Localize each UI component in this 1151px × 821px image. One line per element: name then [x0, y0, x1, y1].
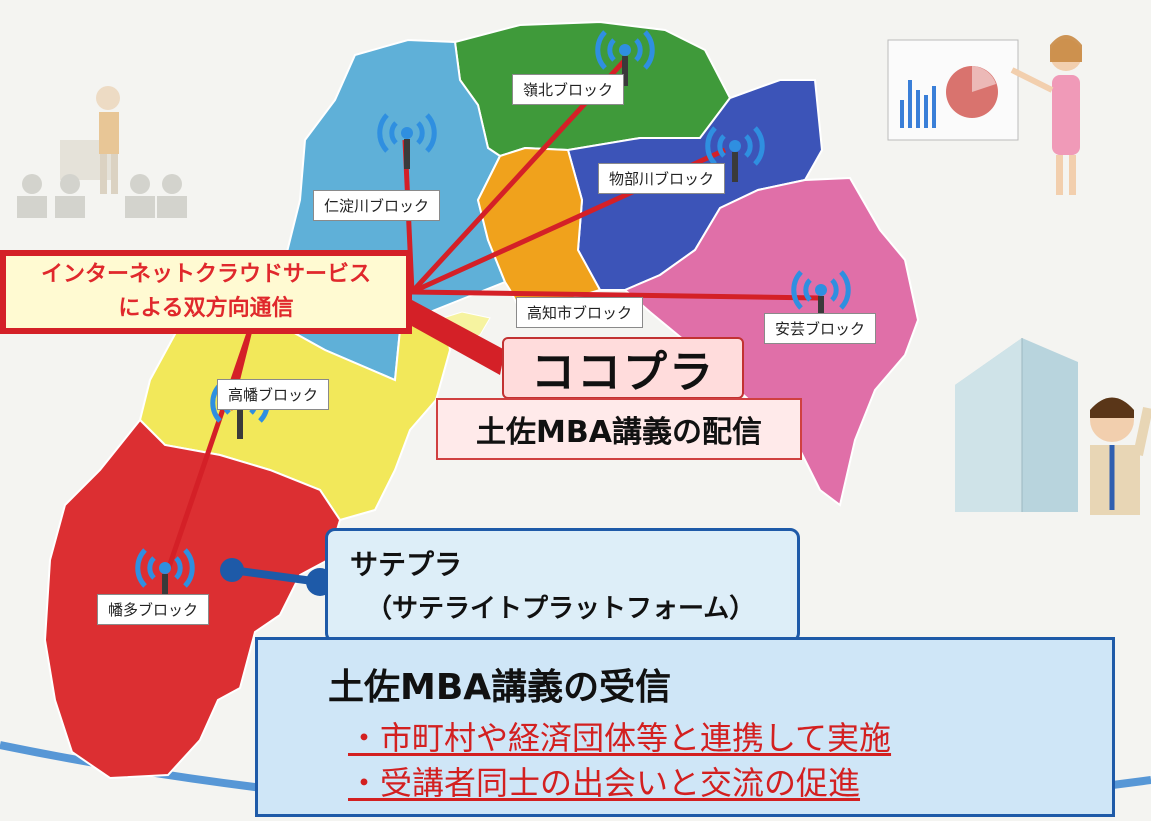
- audience-presenter-icon: [17, 86, 187, 218]
- cloud-callout-line2: による双方向通信: [118, 296, 294, 321]
- satellite-connector: [220, 558, 334, 596]
- antenna-icon-hata: [135, 548, 195, 604]
- office-building-icon: [955, 338, 1078, 512]
- presentation-board-icon: [887, 35, 1082, 195]
- satepla-subtitle: （サテライトプラットフォーム）: [366, 594, 756, 624]
- cloud-callout-line1: インターネットクラウドサービス: [40, 262, 371, 287]
- delivery-box: 土佐MBA講義の配信: [436, 398, 802, 460]
- satepla-box: サテプラ （サテライトプラットフォーム）: [325, 528, 800, 643]
- block-label-hata: 幡多ブロック: [97, 594, 210, 625]
- antenna-icon-aki: [791, 270, 851, 326]
- antenna-icon-niyodo: [377, 113, 437, 169]
- block-label-aki: 安芸ブロック: [764, 313, 877, 344]
- block-label-kochi: 高知市ブロック: [516, 297, 644, 328]
- businessman-icon: [1090, 397, 1151, 515]
- receive-bullet-2: ・受講者同士の出会いと交流の促進: [348, 764, 861, 802]
- block-label-reihoku: 嶺北ブロック: [512, 74, 625, 105]
- block-label-niyodo: 仁淀川ブロック: [313, 190, 441, 221]
- cocopla-label: ココプラ: [531, 347, 715, 398]
- antenna-icon-reihoku: [595, 30, 655, 86]
- antenna-icon-monobe: [705, 126, 765, 182]
- receive-title: 土佐MBA講義の受信: [328, 667, 672, 708]
- cocopla-box: ココプラ: [502, 337, 744, 399]
- cloud-service-callout: インターネットクラウドサービス による双方向通信: [0, 250, 412, 334]
- block-label-monobe: 物部川ブロック: [598, 163, 726, 194]
- delivery-label: 土佐MBA講義の配信: [476, 415, 762, 450]
- satepla-title: サテプラ: [350, 548, 463, 581]
- receive-bullet-1: ・市町村や経済団体等と連携して実施: [348, 719, 892, 757]
- receive-box: 土佐MBA講義の受信 ・市町村や経済団体等と連携して実施 ・受講者同士の出会いと…: [255, 637, 1115, 817]
- block-label-takahata: 高幡ブロック: [217, 379, 330, 410]
